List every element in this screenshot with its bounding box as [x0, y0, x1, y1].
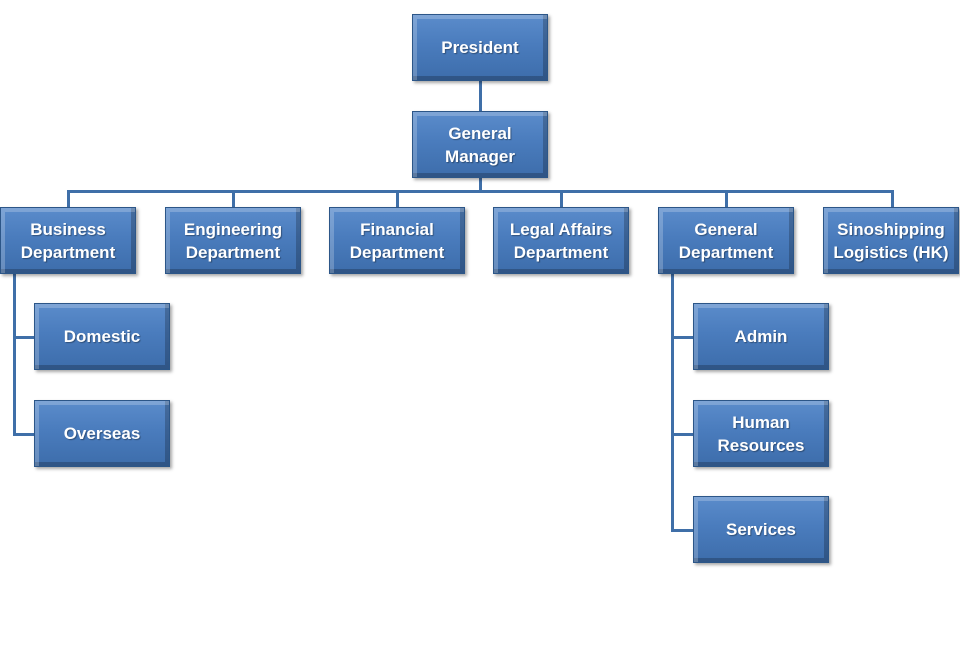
domestic-box: Domestic [34, 303, 170, 370]
general-department-box: General Department [658, 207, 794, 274]
connector-bus-sinoshipping [891, 190, 894, 208]
connector-business-domestic [13, 336, 36, 339]
connector-general-hr [671, 433, 695, 436]
services-label: Services [726, 520, 796, 539]
financial-department-box: Financial Department [329, 207, 465, 274]
financial-department-label: Financial Department [349, 219, 445, 262]
connector-bus-engineering [232, 190, 235, 208]
engineering-department-label: Engineering Department [183, 219, 283, 262]
general-manager-box: General Manager [412, 111, 548, 178]
connector-general-admin [671, 336, 695, 339]
connector-general-vertical [671, 274, 674, 532]
sinoshipping-logistics-box: Sinoshipping Logistics (HK) [823, 207, 959, 274]
admin-label: Admin [734, 327, 788, 346]
sinoshipping-logistics-label: Sinoshipping Logistics (HK) [833, 219, 949, 262]
admin-box: Admin [693, 303, 829, 370]
business-department-label: Business Department [20, 219, 116, 262]
connector-business-vertical [13, 274, 16, 436]
connector-bus-legal [560, 190, 563, 208]
legal-affairs-department-label: Legal Affairs Department [509, 219, 613, 262]
connector-general-services [671, 529, 695, 532]
president-label: President [441, 38, 519, 57]
connector-bus-business [67, 190, 70, 208]
business-department-box: Business Department [0, 207, 136, 274]
overseas-box: Overseas [34, 400, 170, 467]
connector-bus-financial [396, 190, 399, 208]
connector-bus-general [725, 190, 728, 208]
connector-department-bus [67, 190, 894, 193]
services-box: Services [693, 496, 829, 563]
overseas-label: Overseas [63, 424, 141, 443]
domestic-label: Domestic [63, 327, 141, 346]
human-resources-box: Human Resources [693, 400, 829, 467]
general-manager-label: General Manager [445, 123, 515, 166]
connector-gm-bus [479, 177, 482, 192]
engineering-department-box: Engineering Department [165, 207, 301, 274]
human-resources-label: Human Resources [717, 412, 805, 455]
general-department-label: General Department [678, 219, 774, 262]
legal-affairs-department-box: Legal Affairs Department [493, 207, 629, 274]
connector-president-gm [479, 80, 482, 111]
president-box: President [412, 14, 548, 81]
connector-business-overseas [13, 433, 36, 436]
